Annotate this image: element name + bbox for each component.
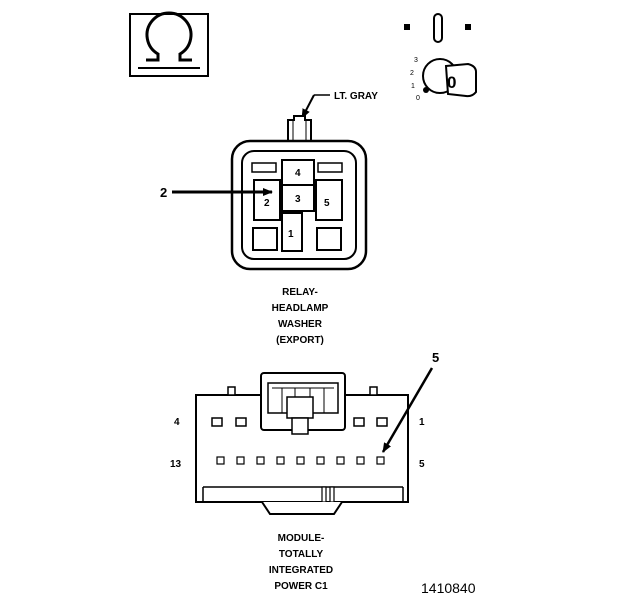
module-pin-1: 1 — [419, 417, 425, 428]
relay-connector: LT. GRAY 4 3 2 5 1 2 — [160, 91, 378, 271]
svg-text:INTEGRATED: INTEGRATED — [269, 565, 333, 576]
relay-cavity-3: 3 — [295, 194, 301, 205]
module-pin-5: 5 — [419, 459, 425, 470]
ignition-key-label: 0 — [447, 73, 456, 92]
relay-cavity-5: 5 — [324, 198, 330, 209]
svg-text:RELAY-: RELAY- — [282, 287, 318, 298]
svg-text:POWER C1: POWER C1 — [274, 581, 328, 592]
svg-text:WASHER: WASHER — [278, 319, 323, 330]
svg-text:MODULE-: MODULE- — [278, 533, 325, 544]
module-pin-13: 13 — [170, 459, 182, 470]
figure-number: 1410840 — [421, 580, 476, 596]
ignition-key-icon: 3 2 1 0 0 — [404, 13, 477, 102]
wire-color-label: LT. GRAY — [334, 91, 378, 102]
relay-cavity-1: 1 — [288, 229, 294, 240]
module-connector: 4 1 13 5 5 — [170, 350, 439, 515]
relay-cavity-2: 2 — [264, 198, 270, 209]
module-title: MODULE- TOTALLY INTEGRATED POWER C1 — [269, 533, 333, 592]
callout-5: 5 — [432, 350, 439, 365]
relay-cavity-4: 4 — [295, 168, 301, 179]
ignition-position-2: 2 — [410, 70, 414, 77]
svg-text:TOTALLY: TOTALLY — [279, 549, 324, 560]
relay-title: RELAY- HEADLAMP WASHER (EXPORT) — [272, 287, 329, 346]
svg-text:(EXPORT): (EXPORT) — [276, 335, 324, 346]
ohm-meter-icon — [129, 11, 209, 77]
svg-text:HEADLAMP: HEADLAMP — [272, 303, 329, 314]
callout-2: 2 — [160, 185, 167, 200]
ignition-position-3: 3 — [414, 57, 418, 64]
ignition-position-0: 0 — [416, 95, 420, 102]
ignition-position-1: 1 — [411, 83, 415, 90]
module-pin-4: 4 — [174, 417, 180, 428]
